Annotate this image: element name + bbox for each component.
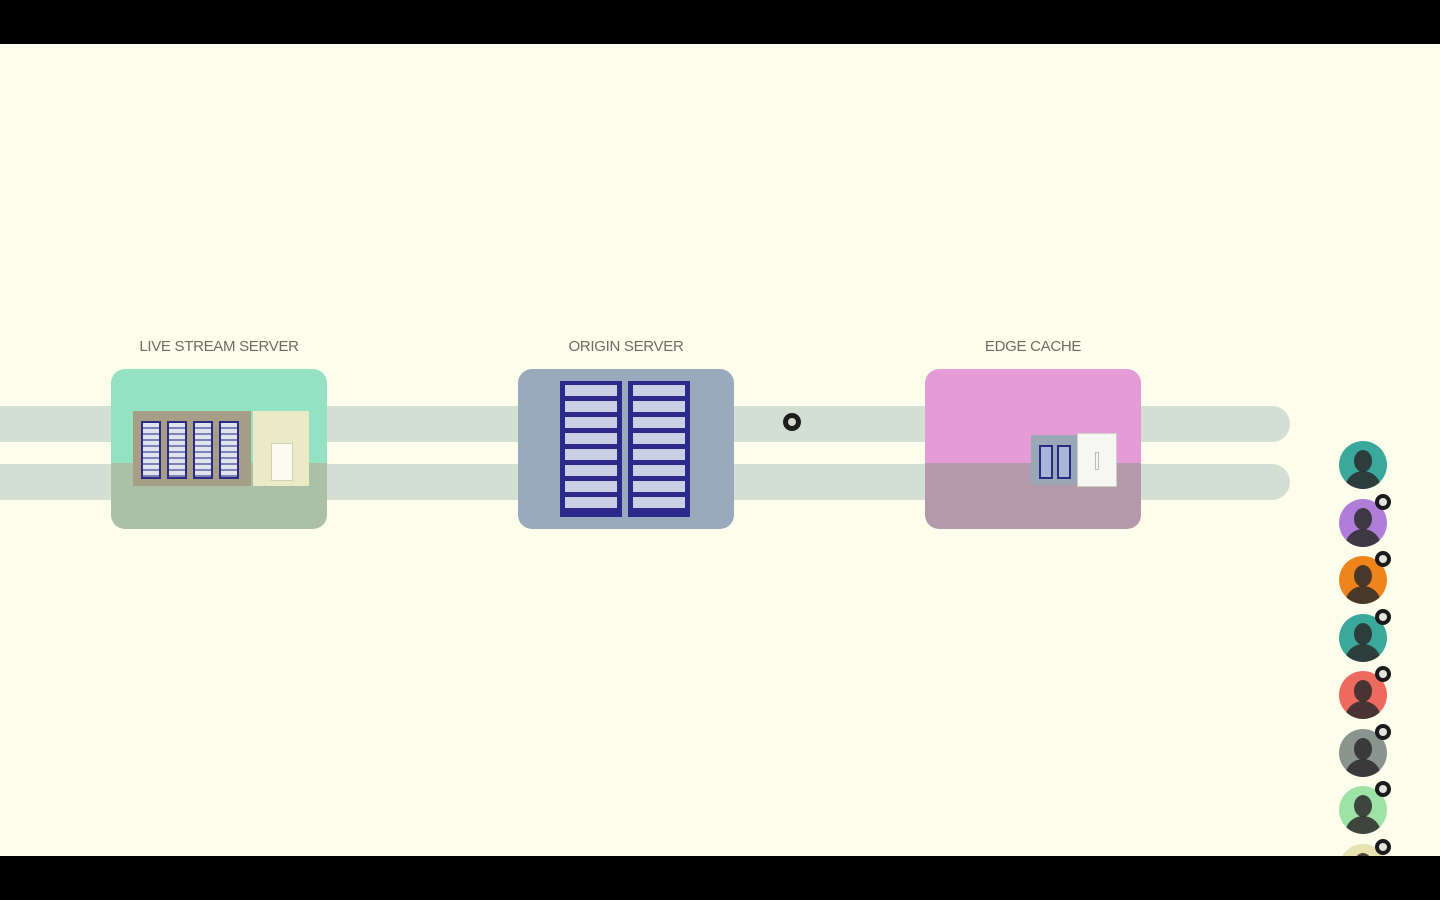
viewer-badge-icon (1375, 839, 1391, 855)
server-rack-icon (133, 411, 251, 486)
edge-cache-node (925, 369, 1141, 529)
diagram-canvas: LIVE STREAM SERVER ORIGIN SERVER EDGE CA… (0, 44, 1440, 856)
door-icon (253, 411, 309, 486)
video-letterbox-bottom (0, 856, 1440, 900)
viewer-badge-icon (1375, 781, 1391, 797)
edge-cache-label: EDGE CACHE (984, 338, 1082, 355)
viewer-badge-icon (1375, 724, 1391, 740)
data-packet-icon (783, 413, 801, 431)
origin-server-label: ORIGIN SERVER (568, 338, 684, 355)
origin-server-node (518, 369, 734, 529)
door-icon (1077, 433, 1117, 487)
server-cabinet-icon (628, 381, 690, 517)
viewer-badge-icon (1375, 494, 1391, 510)
viewer-avatar-icon (1339, 441, 1387, 489)
viewer-avatar-icon (1339, 556, 1387, 604)
live-stream-server-label: LIVE STREAM SERVER (139, 338, 299, 355)
viewer-avatar-icon (1339, 671, 1387, 719)
viewer-badge-icon (1375, 551, 1391, 567)
live-stream-server-node (111, 369, 327, 529)
video-letterbox-top (0, 0, 1440, 44)
viewer-badge-icon (1375, 666, 1391, 682)
server-cabinet-icon (560, 381, 622, 517)
viewer-badge-icon (1375, 609, 1391, 625)
